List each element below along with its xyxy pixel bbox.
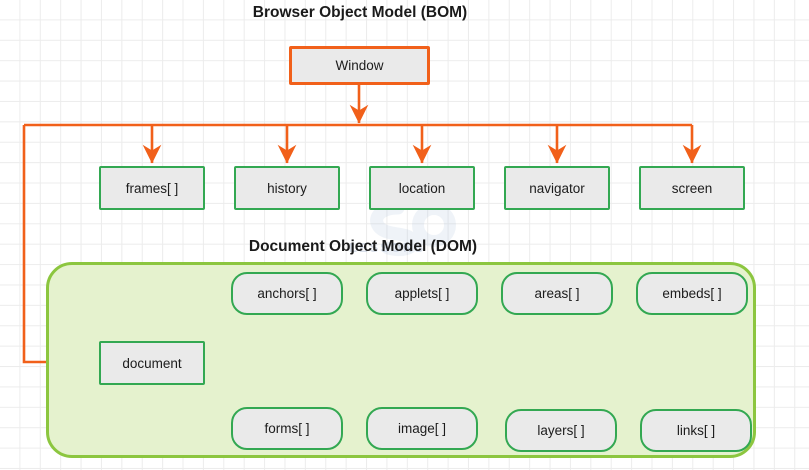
node-anchors[interactable]: anchors[ ] <box>231 272 343 315</box>
node-image[interactable]: image[ ] <box>366 407 478 450</box>
node-frames[interactable]: frames[ ] <box>99 166 205 210</box>
node-window[interactable]: Window <box>289 46 430 85</box>
node-navigator[interactable]: navigator <box>504 166 610 210</box>
node-layers[interactable]: layers[ ] <box>505 409 617 452</box>
bom-title: Browser Object Model (BOM) <box>252 4 468 21</box>
node-areas[interactable]: areas[ ] <box>501 272 613 315</box>
dom-title: Document Object Model (DOM) <box>248 238 478 255</box>
node-document[interactable]: document <box>99 341 205 385</box>
node-links[interactable]: links[ ] <box>640 409 752 452</box>
node-applets[interactable]: applets[ ] <box>366 272 478 315</box>
node-location[interactable]: location <box>369 166 475 210</box>
node-embeds[interactable]: embeds[ ] <box>636 272 748 315</box>
node-history[interactable]: history <box>234 166 340 210</box>
node-forms[interactable]: forms[ ] <box>231 407 343 450</box>
node-screen[interactable]: screen <box>639 166 745 210</box>
